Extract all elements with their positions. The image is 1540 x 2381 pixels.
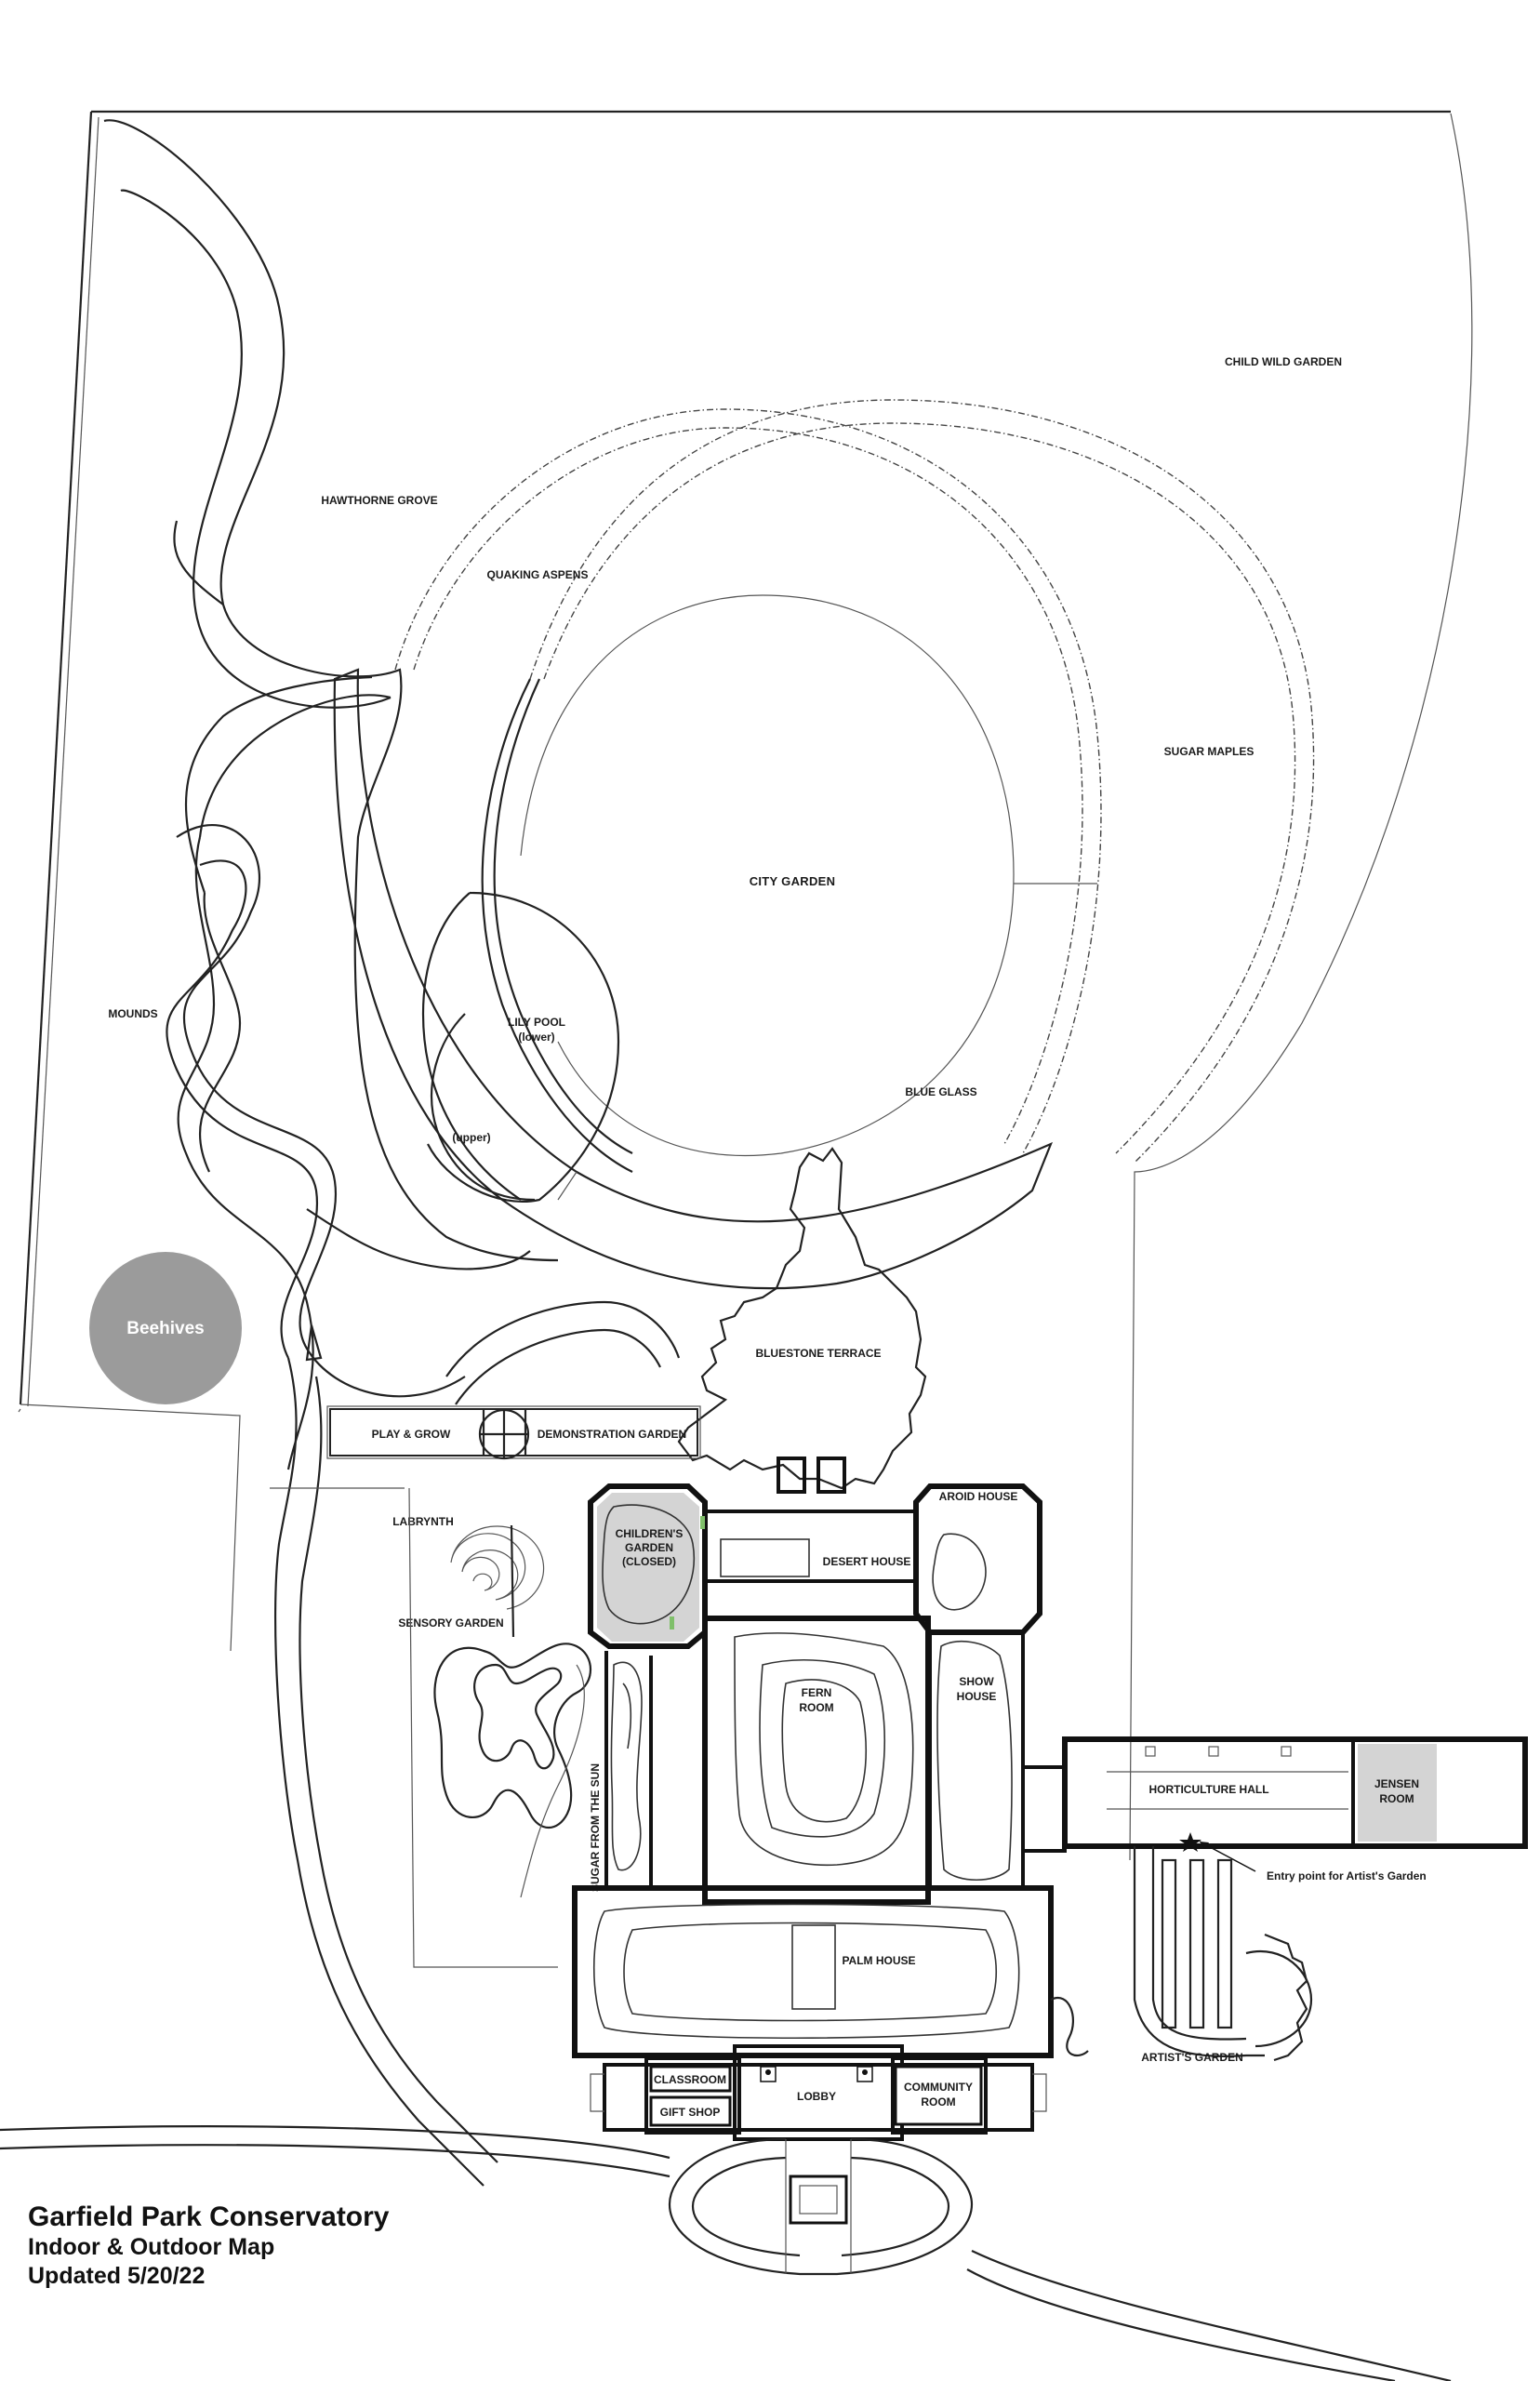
restroom-icon (856, 2066, 873, 2082)
childrens-garden-label-3: (CLOSED) (622, 1555, 676, 1568)
play-grow[interactable]: PLAY & GROW (372, 1428, 451, 1441)
mounds-label: MOUNDS (108, 1007, 157, 1020)
garden-boundary-lines (270, 1487, 558, 1968)
mounds-marker (305, 1324, 323, 1362)
door-marker (670, 1616, 674, 1629)
sensory-garden[interactable]: SENSORY GARDEN (398, 1616, 591, 1898)
winding-path (103, 119, 559, 1470)
sugar-maples-label: SUGAR MAPLES (1164, 745, 1255, 758)
circle-cross-icon (478, 1408, 530, 1460)
labyrinth[interactable]: LABRYNTH (392, 1515, 545, 1638)
blue-glass-label: BLUE GLASS (905, 1085, 976, 1098)
labrynth-label: LABRYNTH (392, 1515, 454, 1528)
door-marker (700, 1516, 705, 1529)
jensen-room-label-2: ROOM (1379, 1792, 1414, 1805)
bluestone-terrace[interactable]: BLUESTONE TERRACE (677, 1147, 927, 1490)
mounds-path (166, 824, 531, 2187)
entrance-forecourt (668, 2137, 974, 2276)
jensen-room-label-1: JENSEN (1374, 1777, 1419, 1790)
show-house-label-1: SHOW (959, 1675, 994, 1688)
property-boundary (18, 110, 1473, 1861)
classroom[interactable]: CLASSROOM (649, 2065, 732, 2093)
demonstration-garden-label: DEMONSTRATION GARDEN (538, 1428, 686, 1441)
beehives-label: Beehives (126, 1319, 204, 1338)
artists-garden[interactable]: ARTIST'S GARDEN (1141, 2051, 1243, 2064)
aroid-house[interactable]: AROID HOUSE (932, 1490, 1018, 1611)
show-house[interactable]: SHOW HOUSE (936, 1641, 1013, 1882)
lily-pool-upper-label: (upper) (452, 1131, 490, 1144)
lily-pool[interactable]: LILY POOL (lower) (upper) (421, 891, 620, 1203)
lobby-label: LOBBY (797, 2090, 836, 2103)
west-corridor-beds (610, 1661, 643, 1871)
palm-house-label: PALM HOUSE (842, 1954, 915, 1967)
jensen-room[interactable]: JENSEN ROOM (1358, 1744, 1437, 1842)
map-title: Garfield Park Conservatory Indoor & Outd… (28, 2201, 390, 2289)
childrens-garden-fill (597, 1493, 699, 1642)
map-title-line2: Indoor & Outdoor Map (28, 2234, 274, 2260)
gift-shop[interactable]: GIFT SHOP (649, 2095, 732, 2127)
beehives[interactable]: Beehives (89, 1252, 242, 1404)
sugar-from-the-sun-label: SUGAR FROM THE SUN (589, 1763, 602, 1892)
ring-paths (394, 399, 1315, 1164)
sugar-from-the-sun[interactable]: SUGAR FROM THE SUN (589, 1763, 602, 1892)
conservatory-building (572, 1457, 1528, 2141)
fern-room-label-1: FERN (802, 1686, 832, 1699)
gift-shop-label: GIFT SHOP (660, 2106, 721, 2119)
artists-garden-label: ARTIST'S GARDEN (1141, 2051, 1243, 2064)
horticulture-hall-label: HORTICULTURE HALL (1148, 1783, 1268, 1796)
lobby[interactable]: LOBBY (797, 2090, 836, 2103)
star-entry-icon (1179, 1832, 1201, 1852)
desert-house[interactable]: DESERT HOUSE (720, 1538, 911, 1577)
restroom-icon (760, 2066, 777, 2082)
childrens-garden[interactable]: CHILDREN'S GARDEN (CLOSED) (597, 1493, 705, 1642)
map-title-line3: Updated 5/20/22 (28, 2263, 205, 2289)
bottom-road (0, 2125, 1452, 2381)
classroom-label: CLASSROOM (654, 2073, 726, 2086)
childrens-garden-label-2: GARDEN (625, 1541, 673, 1554)
show-house-label-2: HOUSE (957, 1690, 997, 1703)
quaking-aspens-label: QUAKING ASPENS (487, 568, 589, 581)
demonstration-garden[interactable]: DEMONSTRATION GARDEN (538, 1428, 686, 1441)
fern-room[interactable]: FERN ROOM (734, 1632, 914, 1867)
entry-point-label: Entry point for Artist's Garden (1267, 1869, 1427, 1882)
lily-pool-label: LILY POOL (508, 1016, 565, 1029)
bluestone-terrace-label: BLUESTONE TERRACE (755, 1347, 881, 1360)
city-garden[interactable]: CITY GARDEN (520, 594, 1097, 1157)
fern-room-label-2: ROOM (799, 1701, 833, 1714)
lily-pool-lower-label: (lower) (518, 1031, 554, 1044)
sensory-garden-label: SENSORY GARDEN (398, 1616, 503, 1629)
horticulture-hall[interactable]: HORTICULTURE HALL (1145, 1746, 1292, 1796)
city-garden-label: CITY GARDEN (750, 874, 836, 888)
child-wild-garden-label: CHILD WILD GARDEN (1225, 355, 1342, 368)
community-room[interactable]: COMMUNITY ROOM (894, 2065, 983, 2126)
community-room-label-1: COMMUNITY (904, 2081, 973, 2094)
map-title-line1: Garfield Park Conservatory (28, 2201, 390, 2232)
jensen-room-fill (1358, 1744, 1437, 1842)
childrens-garden-label-1: CHILDREN'S (616, 1527, 684, 1540)
play-grow-label: PLAY & GROW (372, 1428, 451, 1441)
aroid-house-label: AROID HOUSE (939, 1490, 1018, 1503)
hawthorne-grove-label: HAWTHORNE GROVE (321, 494, 437, 507)
city-garden-band (333, 668, 1054, 1290)
palm-house[interactable]: PALM HOUSE (592, 1903, 1020, 2040)
beehives-circle (89, 1252, 242, 1404)
artists-garden-entry[interactable]: Entry point for Artist's Garden (1179, 1832, 1427, 1882)
desert-house-label: DESERT HOUSE (823, 1555, 911, 1568)
community-room-label-2: ROOM (921, 2095, 955, 2108)
